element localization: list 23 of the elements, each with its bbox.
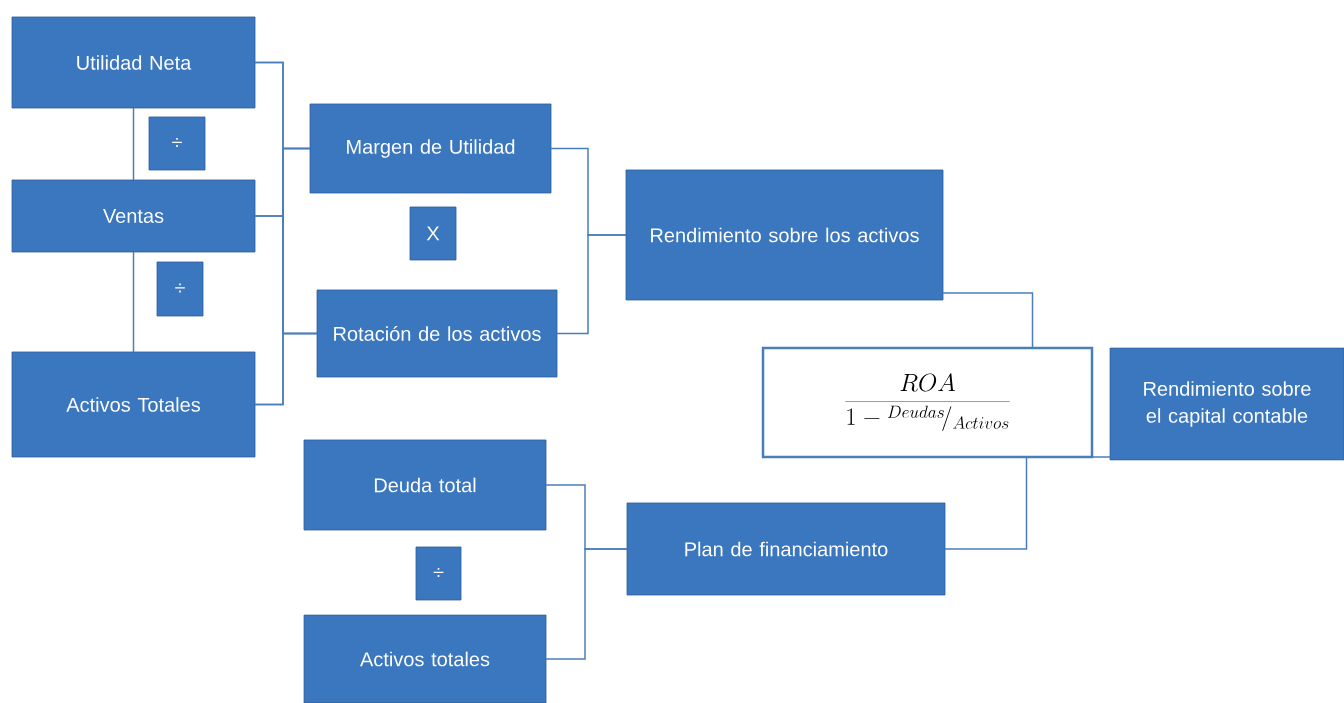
process-box: Plan de financiamiento [626, 502, 946, 596]
process-box: Rendimiento sobre los activos [625, 169, 944, 301]
formula-box: $\frac{ROA}{1-{}^{Deudas}\!/_{Activos}}$ [761, 346, 1094, 459]
operator-box: ÷ [156, 261, 204, 317]
process-box: Rotación de los activos [316, 289, 558, 378]
connector-line [254, 332, 318, 406]
connector-line [132, 251, 135, 353]
connector-line [545, 548, 628, 660]
operator-box: ÷ [148, 116, 206, 171]
connector-line [132, 107, 135, 181]
connector-line [942, 292, 1034, 349]
connector-line [556, 234, 627, 335]
connector-line [944, 456, 1028, 550]
connector-line [1091, 456, 1111, 458]
process-box: Activos Totales [11, 351, 256, 458]
process-box: Margen de Utilidad [309, 103, 552, 194]
process-box: Activos totales [303, 614, 547, 703]
process-box: Deuda total [303, 439, 547, 531]
process-box: Ventas [11, 179, 256, 253]
process-box: Rendimiento sobre el capital contable [1109, 347, 1344, 461]
operator-box: X [409, 206, 457, 261]
operator-box: ÷ [415, 546, 462, 601]
process-box: Utilidad Neta [11, 16, 256, 109]
